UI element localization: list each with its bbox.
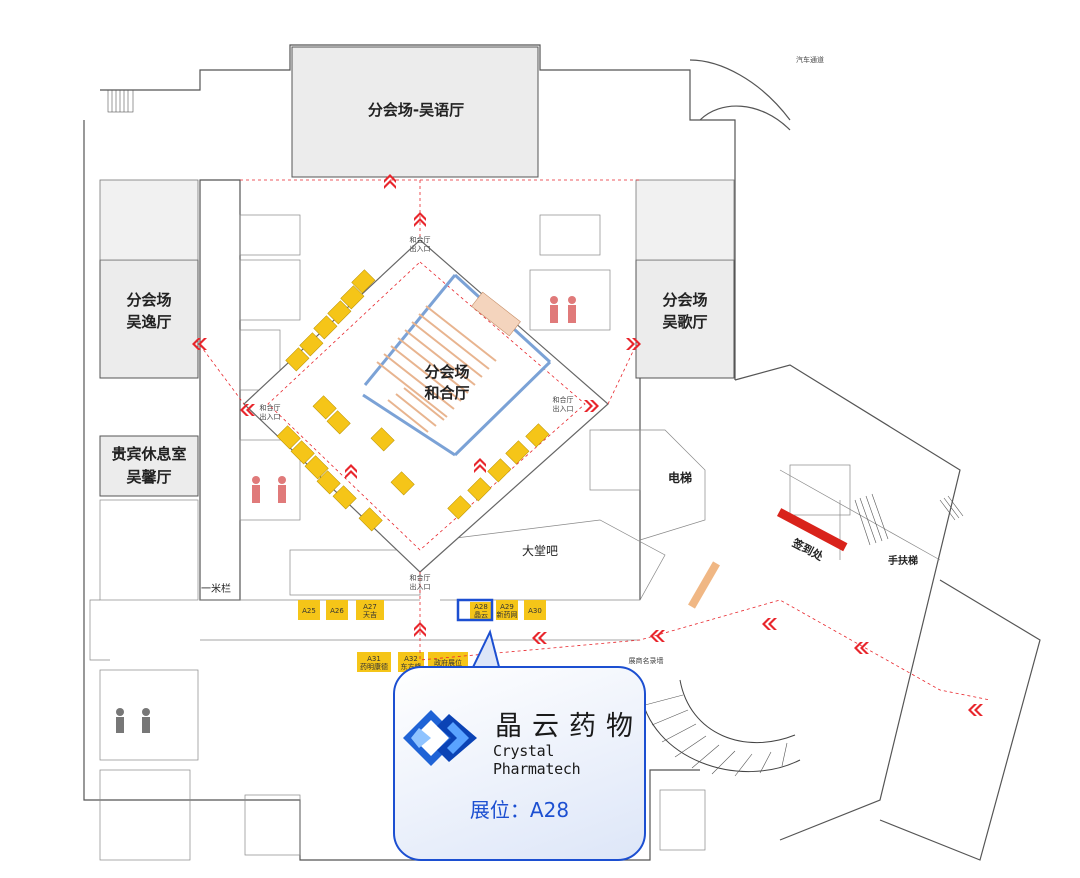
restroom-icons-grey: [116, 708, 150, 733]
entrance-right-sub: 出入口: [553, 404, 574, 413]
entrance-top-label: 和合厅: [410, 235, 431, 244]
arrow-up: [384, 174, 396, 189]
hall-wuyu-block: [291, 46, 539, 178]
arrow-right: [584, 400, 599, 412]
registration-desk: [776, 508, 848, 552]
arrow-left: [532, 632, 547, 644]
curved-staircase: [639, 679, 801, 773]
hall-wuyi-label-2: 吴逸厅: [126, 313, 171, 331]
stair-treads: [644, 694, 788, 777]
booth-a28-sub: 晶云: [474, 611, 488, 619]
vip-room-label: 贵宾休息室: [111, 445, 186, 463]
visitor-guide-label: 展商名录墙: [629, 656, 664, 665]
brand-name-cn: 晶云药物: [495, 711, 643, 742]
hall-wuyi-block: [99, 259, 199, 379]
booth-a29-sub: 新药网: [497, 610, 518, 619]
diamond-booths: [276, 269, 550, 532]
booth-a31-sub: 药明康德: [360, 662, 388, 671]
booth-a30: [524, 600, 546, 620]
booth-a25: [298, 600, 320, 620]
car-lane-label: 汽车通道: [796, 55, 824, 64]
restroom-icons: [252, 296, 576, 503]
room-block: [635, 179, 735, 261]
room-block: [99, 179, 199, 261]
escalator-label: 手扶梯: [888, 554, 918, 567]
entrance-left-sub: 出入口: [260, 412, 281, 421]
rail-label: 一米栏: [201, 582, 231, 595]
arrow-left: [650, 630, 665, 642]
arrow-left: [854, 642, 869, 654]
route-lines: [199, 179, 991, 701]
arrow-up: [345, 464, 357, 479]
arrow-left: [968, 704, 983, 716]
booth-a28-label: A28: [474, 603, 488, 611]
booth-callout: 晶云药物 Crystal Pharmatech 展位：A28: [393, 666, 646, 861]
hall-wuge-label: 分会场: [662, 291, 707, 309]
hall-wuyu-label: 分会场-吴语厅: [368, 101, 464, 119]
booth-row-upper: [298, 598, 546, 622]
booth-a26: [326, 600, 348, 620]
entrance-bottom-sub: 出入口: [410, 582, 431, 591]
arrow-up: [414, 212, 426, 227]
stairs: [107, 89, 964, 546]
hall-hehe-label-2: 和合厅: [424, 384, 469, 402]
building-walls: [83, 44, 1041, 861]
booth-a29-label: A29: [500, 603, 514, 611]
entrance-right-label: 和合厅: [553, 395, 574, 404]
vip-room-label-2: 吴馨厅: [126, 468, 171, 486]
callout-bubble: [393, 666, 646, 861]
booth-a30-label: A30: [528, 607, 542, 615]
booth-a29: [496, 600, 518, 620]
arrow-left: [240, 404, 255, 416]
booth-a31: [357, 652, 391, 672]
entrance-bottom-label: 和合厅: [410, 573, 431, 582]
hall-hehe-label: 分会场: [424, 363, 469, 381]
booth-a28: [470, 602, 492, 620]
arrow-left: [192, 338, 207, 350]
booth-a25-label: A25: [302, 607, 316, 615]
booth-a31-label: A31: [367, 655, 381, 663]
elevator-label: 电梯: [668, 470, 692, 485]
vip-room-block: [99, 435, 199, 497]
booth-a28-highlight: [456, 598, 494, 622]
brand-name-en: Crystal Pharmatech: [493, 742, 581, 778]
direction-arrows: [192, 174, 983, 716]
hall-wuge-label-2: 吴歌厅: [662, 313, 707, 331]
crystal-logo-icon: [403, 710, 477, 766]
arrow-up: [414, 622, 426, 637]
booth-gov-label: 政府展位: [434, 658, 462, 667]
arrow-left: [762, 618, 777, 630]
seating-rows: [376, 305, 497, 433]
booth-a27-sub: 天吉: [363, 611, 377, 619]
arrow-right: [626, 338, 641, 350]
booth-a26-label: A26: [330, 607, 344, 615]
booth-position-label: 展位：A28: [469, 798, 570, 822]
banner-wall: [688, 561, 720, 609]
entrance-left-label: 和合厅: [260, 403, 281, 412]
booth-a27-label: A27: [363, 603, 377, 611]
lobby-bar-label: 大堂吧: [522, 544, 558, 558]
hall-wuge-block: [635, 259, 735, 379]
hall-wuyi-label: 分会场: [126, 291, 171, 309]
booth-a27: [356, 600, 384, 620]
entrance-top-sub: 出入口: [410, 244, 431, 253]
booth-a32-label: A32: [404, 655, 418, 663]
arrow-up: [474, 458, 486, 473]
